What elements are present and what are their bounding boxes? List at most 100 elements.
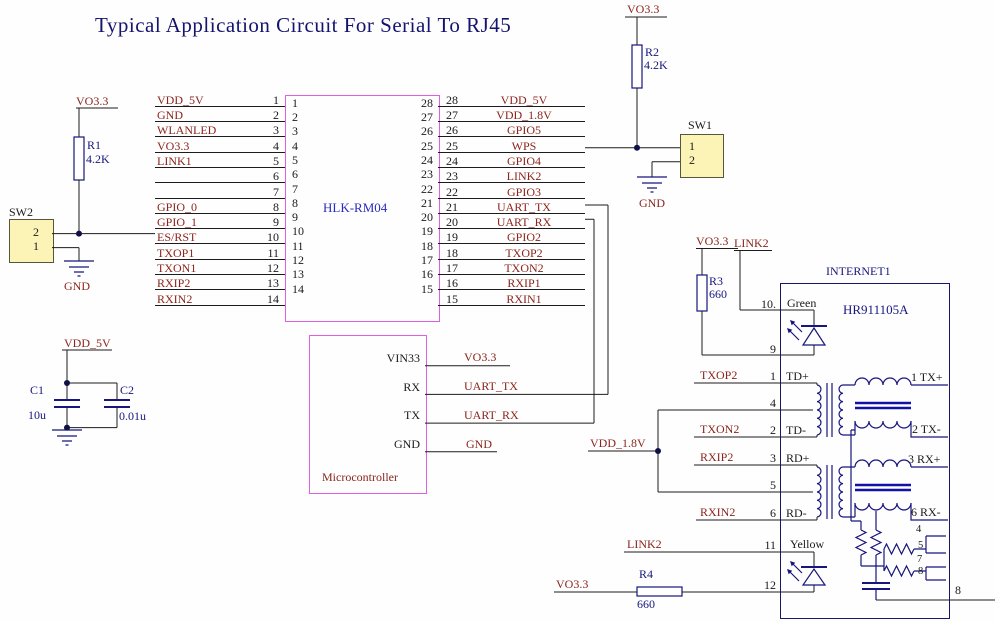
ic-right-pin-row: 24 GPIO4: [438, 153, 585, 168]
ic-inner-pin-row: 26: [405, 124, 433, 138]
ic-inner-pin-row: 22: [405, 181, 433, 195]
inner-pin-number: 8: [292, 195, 298, 210]
inner-pin-number: 20: [421, 210, 433, 225]
inner-pin-number: 4: [292, 138, 298, 153]
ic-right-pin-row: 23 LINK2: [438, 168, 585, 184]
pin-net-label: RXIN2: [157, 291, 193, 306]
resistor-r2: [631, 44, 643, 89]
ic-name: HLK-RM04: [323, 200, 388, 215]
ic-inner-pin-row: 1: [292, 96, 314, 110]
pin-net-label: GPIO_0: [157, 199, 198, 214]
yellow-led-icon: [801, 567, 827, 586]
capacitor-c2-value: 0.01u: [119, 409, 146, 423]
pin-net-label: TXON2: [504, 261, 544, 276]
inner-pin-number: 15: [421, 281, 433, 296]
pin-number: 11: [267, 245, 279, 260]
pin-number: 8: [273, 199, 279, 214]
rj45-tx-plus: 1 TX+: [911, 370, 943, 384]
rj45-rx-minus: 6 RX-: [911, 505, 941, 519]
ic-inner-pin-row: 27: [405, 110, 433, 124]
rj45-pin-6: 6: [770, 506, 776, 520]
net-label-vo33-micro: VO3.3: [464, 350, 497, 364]
ic-right-pin-row: 25 WPS: [438, 137, 585, 153]
inner-pin-number: 17: [421, 253, 433, 268]
winding-rd-plus: RD+: [786, 451, 810, 465]
ic-inner-pin-row: 25: [405, 138, 433, 152]
pin-net-label: LINK1: [157, 153, 192, 168]
net-label-vo33-r2: VO3.3: [627, 2, 660, 16]
inner-pin-number: 3: [292, 124, 298, 139]
ic-right-pin-row: 17 TXON2: [438, 260, 585, 276]
inner-pin-number: 7: [292, 181, 298, 196]
ic-inner-pin-row: 15: [405, 281, 433, 295]
inner-pin-number: 2: [292, 110, 298, 125]
inner-pin-number: 27: [421, 110, 433, 125]
inner-pin-number: 25: [421, 138, 433, 153]
pin-net-label: GND: [157, 108, 183, 123]
ic-inner-pin-row: 20: [405, 210, 433, 224]
pin-number: 5: [273, 153, 279, 168]
pin-net-label: VDD_1.8V: [496, 108, 552, 123]
inner-pin-number: 6: [292, 167, 298, 182]
resistor-r4-value: 660: [637, 597, 655, 611]
wire-layer: [52, 16, 995, 601]
pin-number: 17: [446, 261, 458, 276]
ic-inner-pin-row: 6: [292, 167, 314, 181]
pin-number: 10: [267, 230, 279, 245]
pin-number: 21: [446, 199, 458, 214]
ic-left-pin-column: VDD_5V 1 GND 2 WLANLED 3 VO3.3 4 LINK1 5…: [155, 92, 285, 306]
net-label-link2-bottom: LINK2: [627, 537, 662, 551]
ic-inner-pin-row: 23: [405, 167, 433, 181]
resistor-r3: [696, 274, 708, 312]
ic-right-pin-row: 22 GPIO3: [438, 183, 585, 199]
resistor-r4-designator: R4: [639, 567, 654, 581]
ic-left-pin-row: WLANLED 3: [155, 122, 285, 138]
micro-pin-tx: TX: [404, 408, 420, 422]
led-arrow-heads: [787, 320, 796, 575]
resistor-r1-value: 4.2K: [86, 152, 110, 166]
gnd-label-sw1: GND: [639, 196, 665, 210]
inner-pin-number: 21: [421, 195, 433, 210]
net-label-gnd-micro: GND: [466, 437, 492, 451]
pin-number: 18: [446, 245, 458, 260]
pin-net-label: ES/RST: [157, 230, 197, 245]
net-label-txon2: TXON2: [700, 422, 740, 436]
rj45-pin-2: 2: [770, 423, 776, 437]
gnd-label-sw2: GND: [64, 279, 90, 293]
ic-right-pin-column: 28 VDD_5V 27 VDD_1.8V 26 GPIO5 25 WPS 24…: [438, 92, 585, 306]
ic-inner-pin-row: 3: [292, 124, 314, 138]
switch-sw2-designator: SW2: [9, 205, 33, 219]
pin-number: 3: [273, 123, 279, 138]
ic-inner-right-numbers: 28 27 26 25 24 23 22 21 20 19 18 17 16 1…: [405, 96, 433, 296]
inner-pin-number: 18: [421, 238, 433, 253]
rj45-pin-12: 12: [764, 578, 776, 592]
resistor-r1-designator: R1: [87, 138, 102, 152]
ic-right-pin-row: 26 GPIO5: [438, 122, 585, 138]
ic-left-pin-row: GPIO_1 9: [155, 214, 285, 230]
term-pin-5: 5: [918, 540, 924, 551]
pin-net-label: TXOP2: [505, 245, 543, 260]
pin-net-label: LINK2: [506, 169, 542, 184]
pin-net-label: WPS: [511, 138, 537, 153]
ic-inner-pin-row: 13: [292, 267, 314, 281]
net-label-uart-rx: UART_RX: [464, 408, 519, 422]
ic-right-pin-row: 15 RXIN1: [438, 290, 585, 306]
rj45-connector-box: [780, 283, 950, 619]
ic-left-pin-row: 6: [155, 168, 285, 184]
pin-net-label: GPIO3: [506, 184, 541, 199]
pin-number: 6: [273, 169, 279, 184]
inner-pin-number: 19: [421, 224, 433, 239]
capacitor-c1-designator: C1: [30, 383, 45, 397]
resistor-r1: [73, 136, 85, 181]
inner-pin-number: 22: [421, 181, 433, 196]
pin-number: 16: [446, 276, 458, 291]
pin-net-label: TXON1: [157, 261, 197, 276]
net-label-vdd18: VDD_1.8V: [590, 436, 646, 450]
resistor-r3-value: 660: [709, 287, 727, 301]
ic-inner-pin-row: 21: [405, 196, 433, 210]
pin-number: 24: [446, 153, 458, 168]
capacitor-plate-layer: [54, 325, 890, 590]
rj45-exit-pin-8: 8: [955, 583, 961, 597]
ic-left-pin-row: VDD_5V 1: [155, 92, 285, 107]
